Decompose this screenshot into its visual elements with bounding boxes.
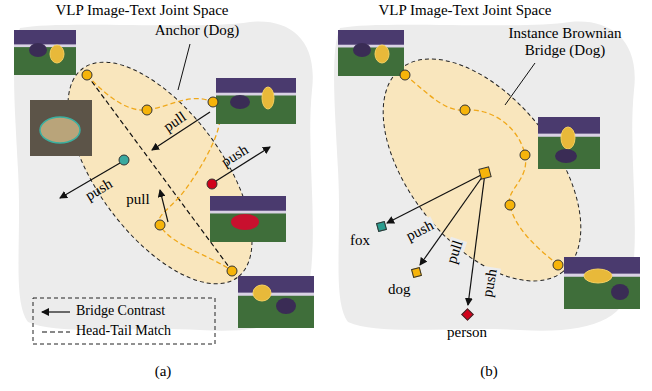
panel-heading: VLP Image-Text Joint Space [56, 2, 229, 19]
class-text-node: dog [388, 281, 411, 298]
class-name: dog [388, 281, 411, 298]
panel-caption: (b) [480, 363, 498, 380]
legend-sample [42, 331, 70, 332]
negative-dot [207, 179, 217, 189]
photo [564, 257, 640, 309]
pull-arrow [160, 190, 168, 222]
sample-dot [155, 220, 165, 230]
negative-dot [119, 155, 129, 165]
sample-dot [208, 97, 218, 107]
photo [210, 196, 286, 242]
photo [238, 276, 314, 328]
sample-dot [553, 260, 563, 270]
leader-line [178, 44, 190, 90]
panel-caption: (a) [155, 363, 172, 380]
legend-box [33, 298, 215, 344]
region-label: Instance Brownian Bridge (Dog) [495, 25, 635, 60]
sample-dot [460, 105, 470, 115]
class-text-node: fox [350, 232, 370, 249]
sample-dot [142, 105, 152, 115]
class-name: fox [350, 232, 370, 249]
photo [14, 30, 76, 75]
legend-text: Bridge Contrast [76, 303, 165, 319]
sample-dot [82, 70, 92, 80]
text-embedding-marker [410, 266, 421, 277]
bridge-center [479, 167, 491, 179]
leader-line [505, 63, 535, 105]
legend-text: Head-Tail Match [76, 323, 171, 339]
class-name: person [447, 324, 487, 341]
region-label: Anchor (Dog) [155, 22, 240, 39]
arrow-label: pull [126, 191, 149, 208]
push-arrow [387, 173, 485, 223]
sample-dot [400, 70, 410, 80]
sample-dot [505, 200, 515, 210]
class-text-node: person [447, 324, 487, 341]
photo [538, 117, 600, 169]
sample-dot [227, 266, 237, 276]
legend-sample [42, 311, 70, 312]
sample-dot [520, 150, 530, 160]
photo [30, 100, 92, 156]
text-embedding-marker [375, 220, 386, 231]
photo [216, 78, 296, 124]
panel-heading: VLP Image-Text Joint Space [379, 2, 552, 19]
photo [338, 30, 404, 76]
